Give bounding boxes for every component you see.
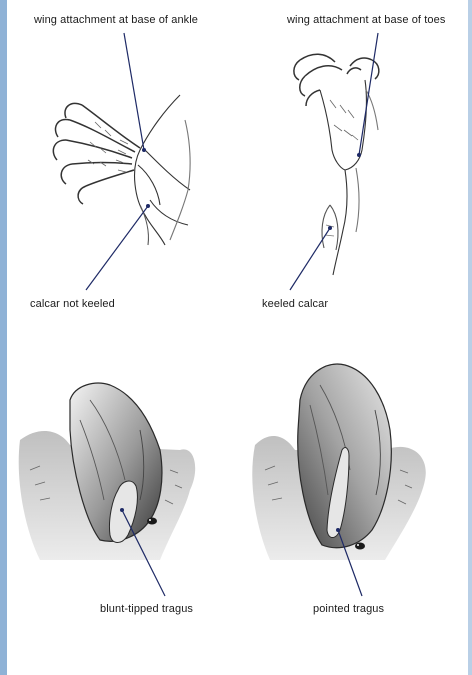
leader-dot-keeled-calcar [328, 226, 332, 230]
leader-line-wing-toes [359, 33, 378, 155]
label-pointed-tragus: pointed tragus [313, 603, 384, 615]
leader-dot-calcar-not-keeled [146, 204, 150, 208]
label-calcar-not-keeled: calcar not keeled [30, 298, 115, 310]
foot-sketch-toes-attachment [294, 54, 379, 275]
leader-dot-wing-ankle [142, 148, 146, 152]
leader-dot-blunt-tragus [120, 508, 124, 512]
leader-line-wing-ankle [124, 33, 144, 150]
leader-line-calcar-not-keeled [86, 206, 148, 290]
foot-sketch-ankle-attachment [53, 95, 190, 245]
leader-line-keeled-calcar [290, 228, 330, 290]
label-keeled-calcar: keeled calcar [262, 298, 328, 310]
leader-dot-wing-toes [357, 153, 361, 157]
label-wing-attachment-toes: wing attachment at base of toes [287, 14, 445, 26]
label-blunt-tipped-tragus: blunt-tipped tragus [100, 603, 193, 615]
ear-sketch-blunt-tragus [19, 383, 196, 560]
label-wing-attachment-ankle: wing attachment at base of ankle [34, 14, 198, 26]
leader-dot-pointed-tragus [336, 528, 340, 532]
